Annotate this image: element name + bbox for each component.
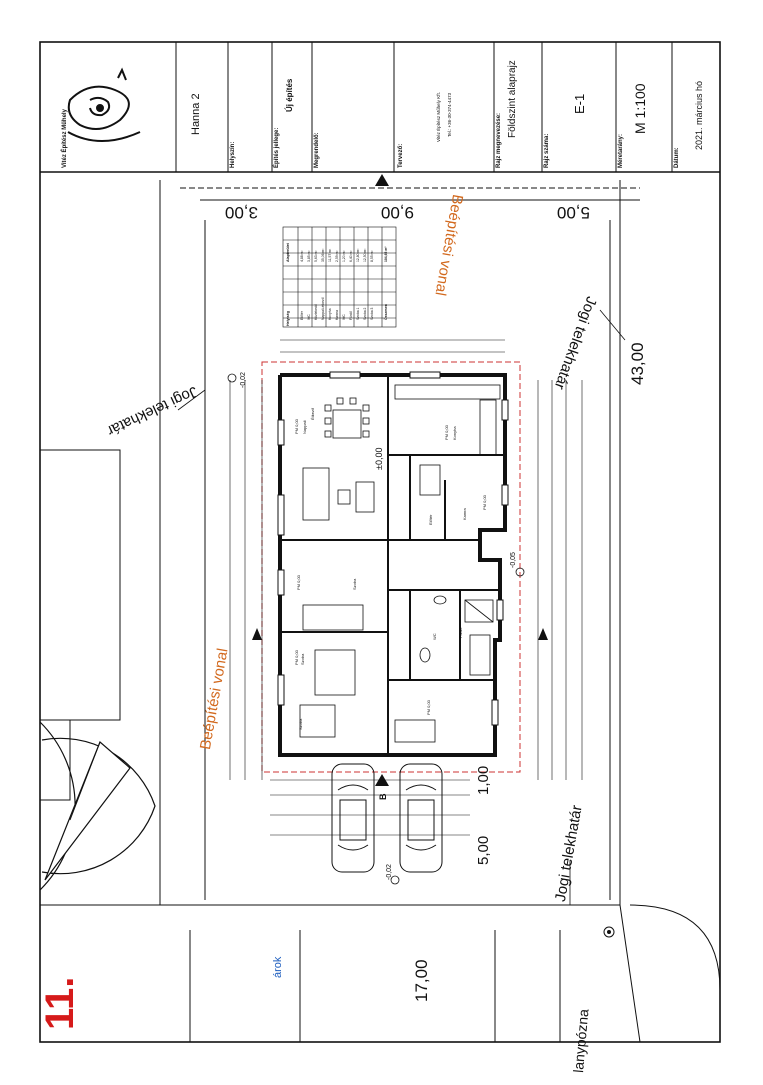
level-outside-3: -0,02	[386, 864, 393, 880]
date-label: Dátum:	[674, 147, 680, 168]
dimension-top-middle: 9,00	[380, 203, 414, 222]
room-table-name-6: Kamra	[335, 310, 339, 320]
room-area-1: PM 0,00	[294, 419, 299, 434]
room-table-area-6: 2,59 m²	[335, 250, 339, 263]
sheet-frame	[39, 41, 721, 1043]
location-label: Helyszín:	[230, 141, 236, 168]
title-block-grid	[175, 42, 673, 172]
room-label-6: Szoba	[298, 718, 303, 730]
room-table-name-4: Nappali-étkező	[321, 297, 325, 320]
dimension-parking: 5,00	[475, 835, 492, 865]
drawing-name-value: Földszint alaprajz	[507, 60, 518, 138]
room-table-name-9: Szoba 1	[356, 307, 360, 320]
room-table-area-10: 12,50 m²	[363, 248, 367, 262]
company-logo-icon	[67, 67, 141, 142]
location-value: Hanna 2	[190, 93, 202, 135]
level-outside-1: -0,02	[240, 372, 247, 388]
designer-line1: Vitéz Építész Műhely Kft.	[436, 92, 441, 142]
level-ground: ±0,00	[374, 447, 384, 470]
ditch-label: árok	[272, 956, 284, 978]
build-type-value: Új építés	[285, 78, 294, 112]
north-arrow-icon	[39, 721, 156, 891]
designer-label: Tervező:	[398, 143, 404, 168]
beds	[299, 604, 436, 743]
room-table-area-9: 12,80 m²	[356, 248, 360, 262]
room-table-name-11: Szoba 3	[370, 307, 374, 320]
room-table-area-11: 8,55 m²	[370, 250, 374, 263]
outer-walls	[278, 373, 507, 757]
room-table-name-7: WC	[342, 314, 346, 320]
neighbour-building	[40, 449, 121, 801]
lot-boundary	[40, 180, 640, 906]
room-area-6: PM 0,00	[426, 700, 431, 715]
room-area-4: PM 0,00	[296, 575, 301, 590]
room-table-name-8: Fürdő	[349, 311, 353, 320]
room-area-3: PM 0,00	[444, 425, 449, 440]
room-label-1: Nappali	[302, 420, 307, 434]
scale-label: Méretarány:	[618, 133, 624, 168]
inner-walls	[280, 375, 505, 755]
room-table-header-2: Alapterület	[286, 243, 290, 262]
section-markers	[252, 174, 548, 786]
room-label-2: Étkező	[310, 407, 315, 420]
room-table-name-3: Közlekedő	[314, 304, 318, 320]
designer-line2: Tel.: +36-30-374-4473	[447, 92, 452, 137]
dimension-gap: 1,00	[475, 765, 492, 795]
room-table-area-4: 35,06 m²	[321, 248, 325, 262]
date-value: 2021. március hó	[694, 80, 704, 150]
room-label-10: Kamra	[462, 508, 467, 520]
room-table-name-total: Összesen	[384, 304, 388, 320]
room-table-area-2: 3,85 m²	[307, 250, 311, 263]
building-line	[261, 361, 521, 773]
room-area-10: PM 0,00	[482, 495, 487, 510]
room-table-header-1: Helyiség	[286, 311, 290, 326]
dimension-chains	[229, 339, 583, 836]
windows	[277, 371, 509, 726]
bathroom-fixtures	[419, 595, 494, 676]
room-table-area-total: 104,63 m²	[384, 246, 388, 262]
company-logo-text: Vitéz Építész Műhely	[62, 109, 68, 168]
room-label-3: Konyha	[452, 426, 457, 440]
room-area-table	[282, 226, 397, 328]
room-table-area-3: 5,63 m²	[314, 250, 318, 263]
dining-table	[324, 397, 370, 439]
dimension-top-left: 3,00	[224, 203, 258, 222]
parked-cars	[331, 763, 443, 873]
room-label-4: Szoba	[352, 578, 357, 590]
scale-value: M 1:100	[632, 83, 648, 134]
boundary-leaders	[177, 309, 626, 905]
room-table-area-7: 1,20 m²	[342, 250, 346, 263]
level-outside-2: -0,05	[510, 552, 517, 568]
dimension-lot-width: 17,00	[412, 959, 431, 1002]
section-marker-b: B	[378, 793, 388, 801]
drawing-number-label: Rajz száma:	[544, 133, 550, 168]
kitchen-counter	[394, 384, 501, 496]
room-table-area-8: 6,40 m²	[349, 250, 353, 263]
page-number: 11.	[38, 976, 82, 1030]
build-type-label: Építés jellege:	[274, 127, 280, 168]
dimension-lot-length: 43,00	[628, 342, 647, 385]
room-label-7: Fürdő	[458, 627, 463, 638]
room-table-name-2: WC	[307, 314, 311, 320]
lamp-post-icon	[603, 926, 615, 938]
drawing-name-label: Rajz megnevezése:	[496, 112, 502, 168]
drawing-number-value: E-1	[572, 93, 587, 114]
room-label-9: Előtér	[428, 514, 433, 525]
room-table-name-10: Szoba 2	[363, 307, 367, 320]
sofa	[302, 467, 375, 521]
room-label-5: Szoba	[300, 653, 305, 665]
room-table-area-5: 11,57 m²	[328, 248, 332, 262]
dimension-top-right: 5,00	[556, 203, 590, 222]
room-table-name-1: Előtér	[300, 311, 304, 320]
room-table-name-5: Konyha	[328, 308, 332, 321]
room-area-5: PM 0,00	[294, 650, 299, 665]
room-table-area-1: 4,88 m²	[300, 250, 304, 263]
road-edge	[189, 904, 721, 1043]
level-markers	[227, 373, 525, 885]
room-label-8: WC	[432, 633, 437, 640]
client-label: Megrendelő:	[314, 132, 320, 168]
